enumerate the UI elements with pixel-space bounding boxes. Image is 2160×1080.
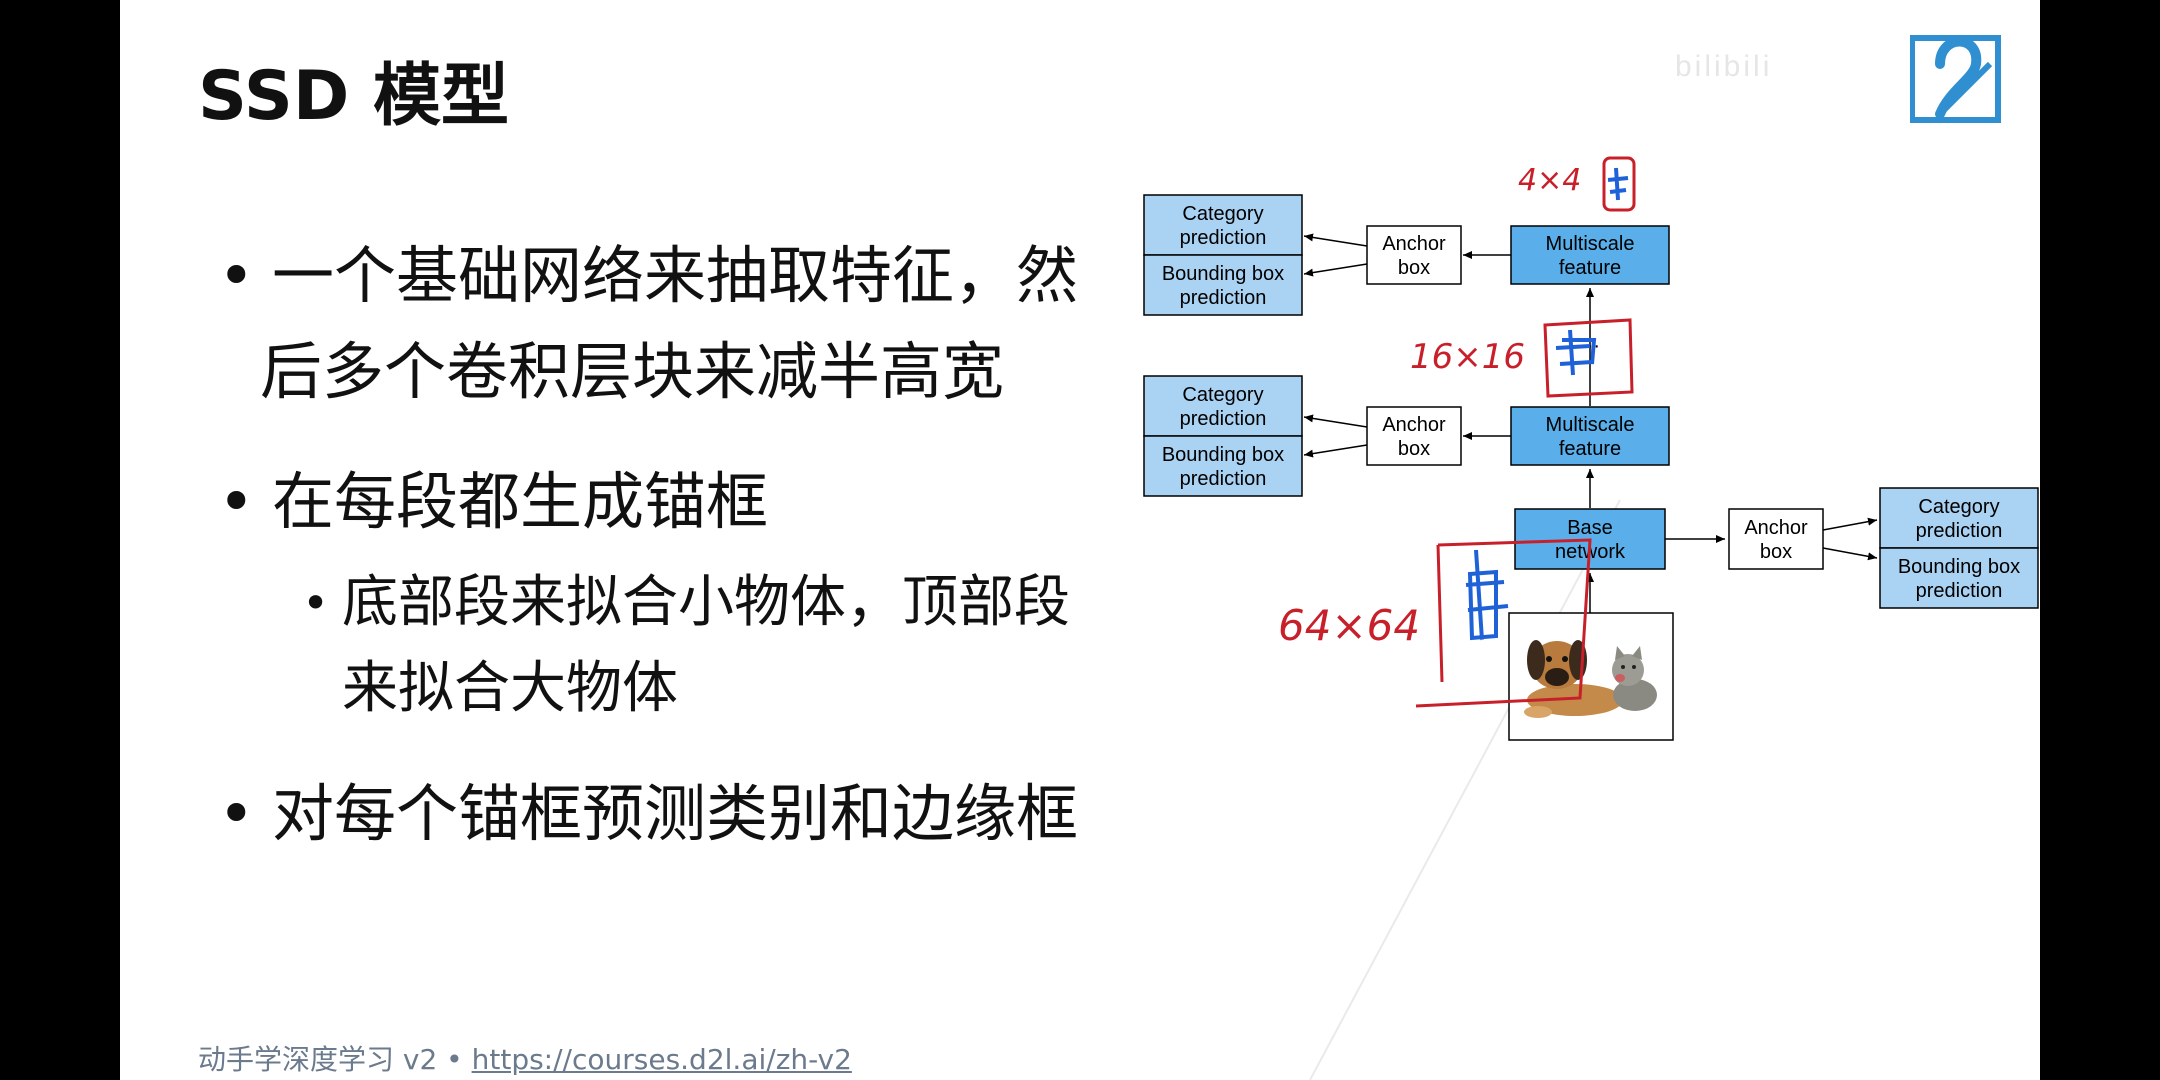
- category-prediction-box: [1143, 194, 1303, 256]
- footer-text: 动手学深度学习 v2 •: [198, 1043, 472, 1076]
- bullet-line: 来拟合大物体: [342, 656, 678, 721]
- bullet-item: • 对每个锚框预测类别和边缘框: [210, 766, 1230, 862]
- bilibili-logo-icon: [1910, 35, 2001, 123]
- annotation-64x64: 64×64: [1278, 538, 1592, 708]
- bullet-line: 对每个锚框预测类别和边缘框: [272, 777, 1079, 850]
- input-image-frame: [1508, 612, 1674, 741]
- watermark-text: bilibili: [1675, 50, 1773, 83]
- multiscale-feature-box: [1510, 225, 1670, 285]
- bullet-line: 后多个卷积层块来减半高宽: [260, 335, 1005, 408]
- dog-image: [1524, 640, 1623, 718]
- bounding-box-prediction-box: [1143, 254, 1303, 316]
- arrow: [1303, 263, 1368, 277]
- bullet-line: 底部段来拟合小物体，顶部段: [342, 570, 1070, 635]
- bullet-item: • 在每段都生成锚框: [210, 454, 1230, 550]
- background-line: [1309, 499, 1621, 1080]
- cat-image: [1612, 646, 1657, 711]
- bullet-dot: •: [302, 576, 330, 630]
- bullet-item: • 一个基础网络来抽取特征，然 后多个卷积层块来减半高宽: [210, 228, 1230, 420]
- arrow: [1822, 547, 1878, 561]
- anchor-box-node: [1366, 225, 1462, 285]
- anchor-box-node: [1728, 508, 1824, 570]
- bullet-dot: •: [218, 777, 255, 850]
- footer: 动手学深度学习 v2 • https://courses.d2l.ai/zh-v…: [198, 1038, 852, 1078]
- multiscale-feature-box: [1510, 406, 1670, 466]
- arrow: [1822, 517, 1878, 531]
- bullet-line: 在每段都生成锚框: [272, 465, 769, 538]
- bounding-box-prediction-box: [1879, 547, 2039, 609]
- footer-link[interactable]: https://courses.d2l.ai/zh-v2: [471, 1043, 852, 1076]
- slide-title: SSD 模型: [198, 57, 510, 136]
- svg-text:4×4: 4×4: [1518, 163, 1581, 198]
- sub-bullet-item: • 底部段来拟合小物体，顶部段 来拟合大物体: [210, 560, 1230, 732]
- annotation-16x16: 16×16: [1410, 318, 1634, 398]
- bullet-dot: •: [218, 239, 255, 312]
- bullet-line: 一个基础网络来抽取特征，然: [272, 239, 1079, 312]
- arrow: [1303, 414, 1368, 428]
- category-prediction-box: [1143, 375, 1303, 437]
- slide: SSD 模型 • 一个基础网络来抽取特征，然 后多个卷积层块来减半高宽 • 在每…: [120, 0, 2040, 1080]
- bullet-dot: •: [218, 465, 255, 538]
- arrow: [1303, 233, 1368, 247]
- svg-text:16×16: 16×16: [1410, 337, 1525, 377]
- svg-text:64×64: 64×64: [1278, 601, 1420, 650]
- bounding-box-prediction-box: [1143, 435, 1303, 497]
- bullet-list: • 一个基础网络来抽取特征，然 后多个卷积层块来减半高宽 • 在每段都生成锚框 …: [210, 228, 1230, 862]
- category-prediction-box: [1879, 487, 2039, 549]
- arrow: [1303, 444, 1368, 458]
- anchor-box-node: [1366, 406, 1462, 466]
- annotation-4x4: 4×4: [1518, 156, 1636, 212]
